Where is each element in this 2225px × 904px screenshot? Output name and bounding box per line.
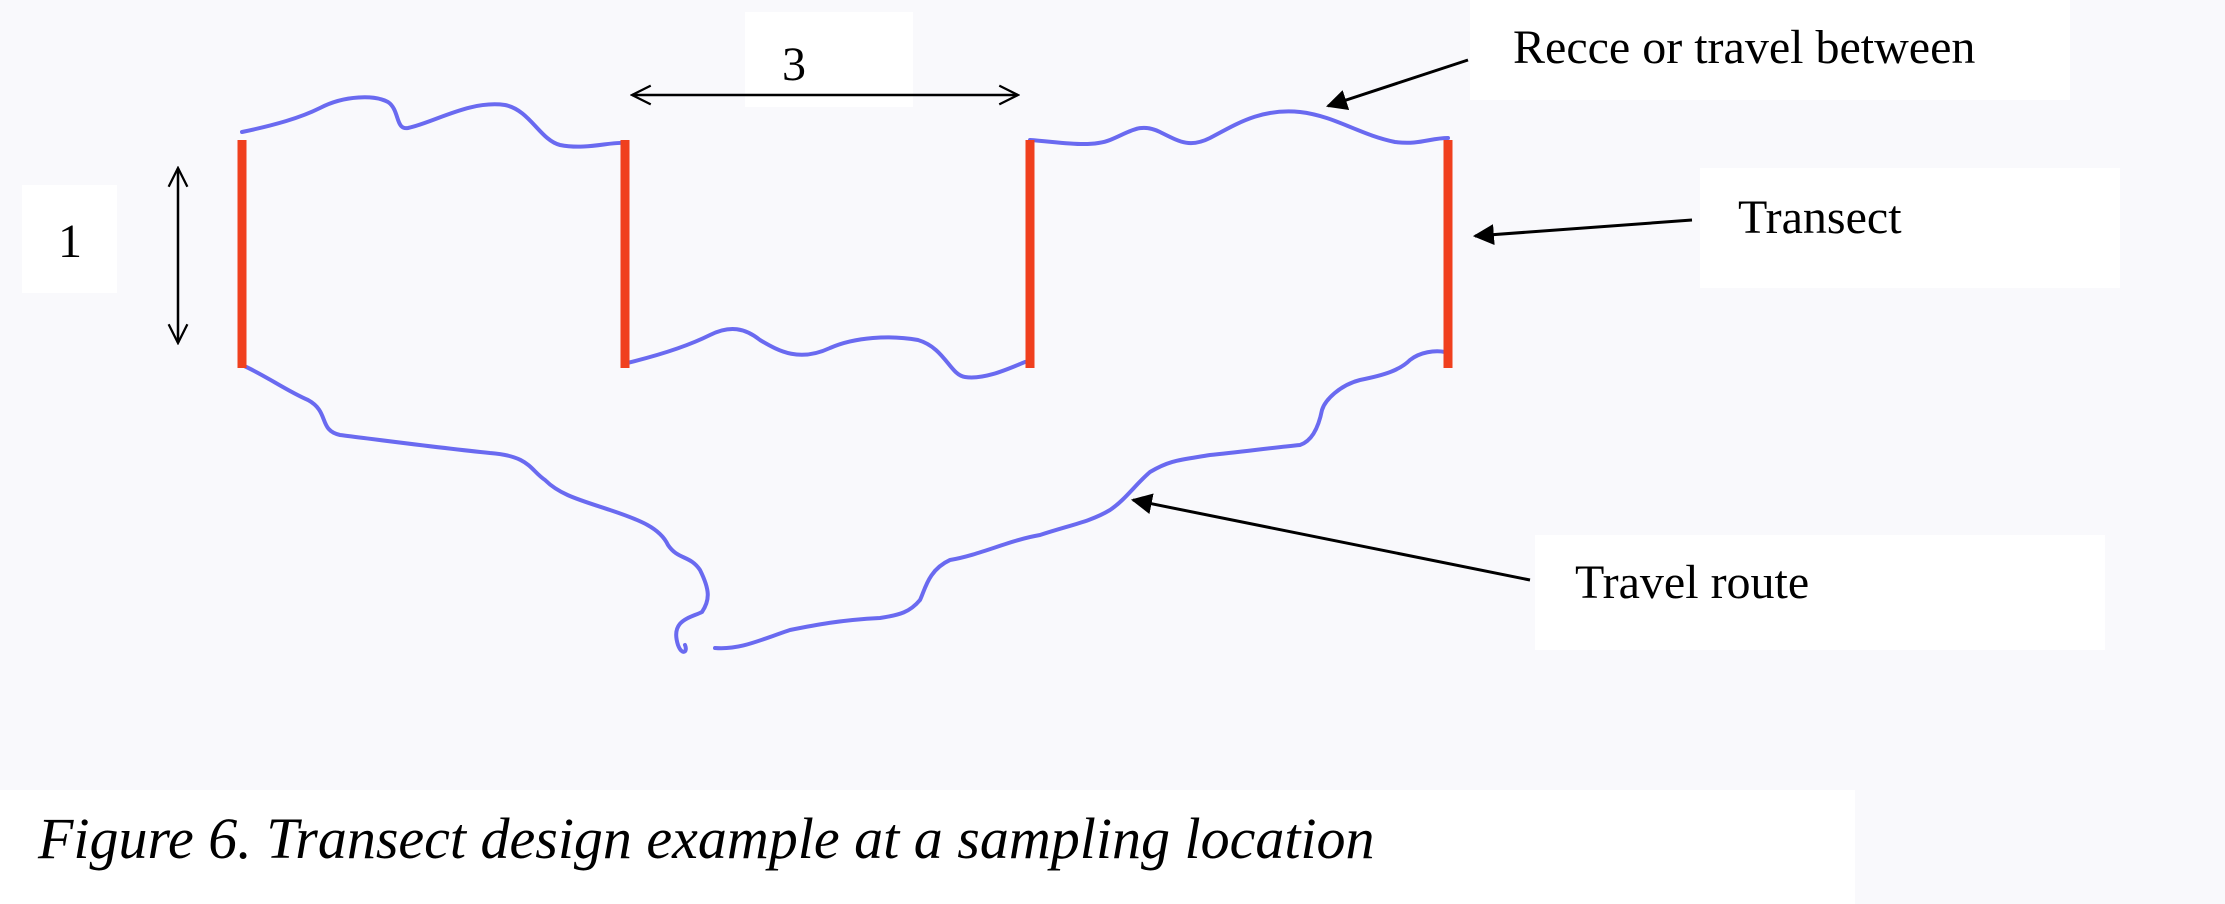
recce-pointer-arrow [1326, 58, 1469, 111]
figure-caption: Figure 6. Transect design example at a s… [38, 806, 1375, 871]
route-lines [240, 95, 1450, 654]
travel-route-line [240, 349, 1447, 654]
dim-vertical-label: 1 [58, 215, 82, 268]
transect-label: Transect [1738, 191, 1902, 244]
label-box-dim-horizontal [745, 12, 913, 107]
dim-horizontal-label: 3 [782, 38, 806, 91]
recce-line-middle [625, 327, 1027, 380]
label-box-travel-route [1535, 535, 2105, 650]
recce-label: Recce or travel between [1513, 21, 1975, 74]
transect-pointer-arrow [1472, 218, 1693, 246]
label-box-transect [1700, 168, 2120, 288]
transects [237, 140, 1453, 368]
travel-route-label: Travel route [1575, 556, 1809, 609]
caption-box [0, 790, 1855, 904]
travel-route-pointer-arrow [1130, 493, 1531, 582]
label-box-dim-vertical [22, 185, 117, 293]
recce-line-left [240, 95, 624, 149]
label-box-recce [1470, 0, 2070, 100]
recce-line-right [1028, 109, 1450, 147]
